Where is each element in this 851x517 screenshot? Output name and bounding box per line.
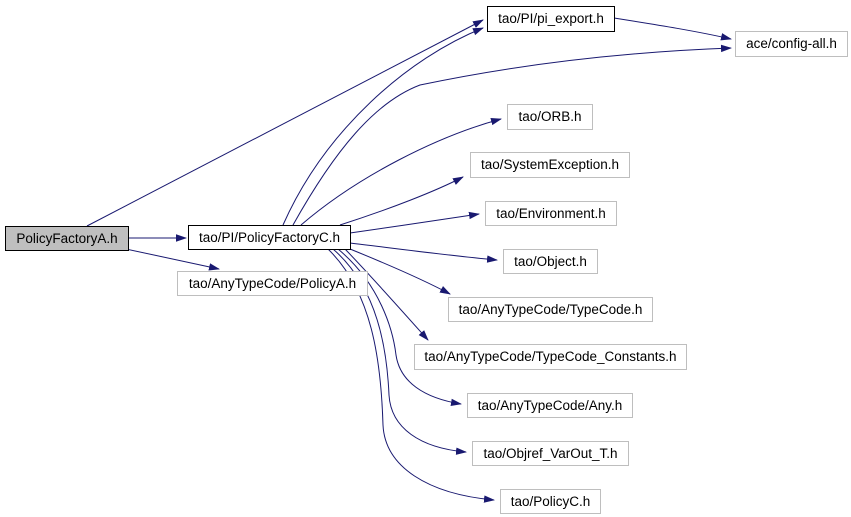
node-policyfactorya-h[interactable]: PolicyFactoryA.h	[5, 226, 129, 251]
node-tao-systemexception-h[interactable]: tao/SystemException.h	[470, 152, 630, 178]
node-anytypecode-any-h[interactable]: tao/AnyTypeCode/Any.h	[467, 393, 633, 418]
edge-a-to-policya	[125, 248, 220, 271]
node-pi-pi-export-h[interactable]: tao/PI/pi_export.h	[487, 6, 615, 32]
edge-c-to-systemexception	[339, 176, 464, 226]
node-pi-policyfactoryc-h[interactable]: tao/PI/PolicyFactoryC.h	[188, 225, 351, 250]
node-tao-policyc-h[interactable]: tao/PolicyC.h	[500, 489, 601, 514]
edge-c-to-orb	[300, 118, 502, 226]
edge-c-to-environment	[349, 211, 480, 234]
node-tao-object-h[interactable]: tao/Object.h	[503, 249, 598, 274]
node-anytypecode-typecode-constants-h[interactable]: tao/AnyTypeCode/TypeCode_Constants.h	[414, 344, 687, 370]
edge-c-to-object	[349, 242, 498, 263]
edge-c-to-piexport	[282, 27, 484, 226]
node-tao-environment-h[interactable]: tao/Environment.h	[485, 201, 617, 226]
node-anytypecode-policya-h[interactable]: tao/AnyTypeCode/PolicyA.h	[177, 271, 368, 296]
node-tao-orb-h[interactable]: tao/ORB.h	[507, 104, 593, 130]
edge-piexport-to-config	[613, 17, 732, 41]
node-anytypecode-typecode-h[interactable]: tao/AnyTypeCode/TypeCode.h	[448, 297, 653, 322]
node-tao-objref-varout-t-h[interactable]: tao/Objref_VarOut_T.h	[472, 441, 629, 466]
edge-c-to-typecode-constants	[344, 248, 429, 341]
edge-a-to-piexport	[86, 19, 484, 227]
edge-c-to-typecode	[349, 248, 451, 295]
node-ace-config-all-h[interactable]: ace/config-all.h	[735, 31, 848, 57]
edge-c-to-config	[292, 44, 732, 226]
